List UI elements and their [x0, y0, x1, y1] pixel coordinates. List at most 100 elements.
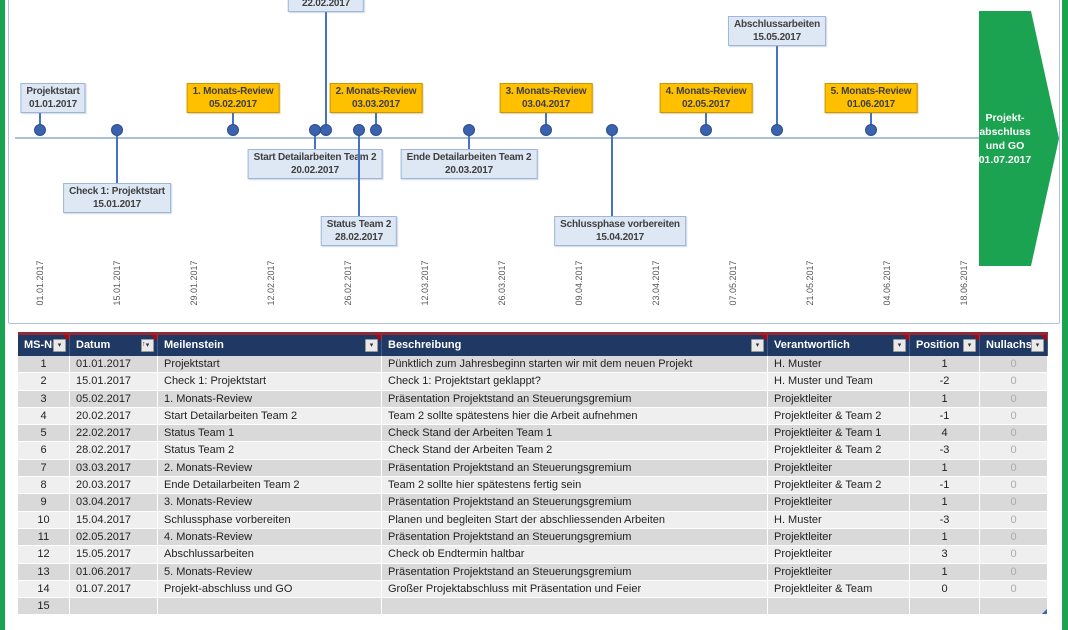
milestone-marker[interactable]: [700, 124, 712, 136]
filter-dropdown-icon[interactable]: ▾: [1031, 339, 1044, 352]
table-cell[interactable]: 1: [910, 356, 980, 374]
table-cell[interactable]: 1: [910, 390, 980, 408]
table-cell[interactable]: 0: [980, 511, 1048, 529]
table-cell[interactable]: 5: [18, 425, 70, 443]
table-cell[interactable]: Team 2 sollte spätestens hier die Arbeit…: [382, 407, 768, 426]
table-cell[interactable]: 15.05.2017: [70, 546, 158, 564]
filter-dropdown-icon[interactable]: ▾: [751, 339, 764, 352]
table-cell[interactable]: 01.06.2017: [70, 563, 158, 581]
table-cell[interactable]: 05.02.2017: [70, 390, 158, 408]
table-cell[interactable]: 1: [18, 356, 70, 374]
table-cell[interactable]: 1. Monats-Review: [158, 390, 382, 408]
filter-dropdown-icon[interactable]: ▾: [53, 339, 66, 352]
milestone-marker[interactable]: [34, 124, 46, 136]
table-cell[interactable]: 1: [910, 494, 980, 512]
milestone-marker[interactable]: [771, 124, 783, 136]
table-cell[interactable]: Projektleiter & Team 2: [768, 407, 910, 426]
table-cell[interactable]: Check ob Endtermin haltbar: [382, 546, 768, 564]
table-cell[interactable]: 9: [18, 494, 70, 512]
table-cell[interactable]: 0: [980, 580, 1048, 599]
table-cell[interactable]: 0: [980, 528, 1048, 547]
column-header-position[interactable]: Position▾: [910, 335, 980, 356]
table-cell[interactable]: [910, 598, 980, 616]
table-cell[interactable]: -1: [910, 477, 980, 495]
table-cell[interactable]: 0: [980, 407, 1048, 426]
table-cell[interactable]: Planen und begleiten Start der abschlies…: [382, 511, 768, 529]
table-cell[interactable]: 1: [910, 459, 980, 478]
table-cell[interactable]: Projektleiter: [768, 563, 910, 581]
table-cell[interactable]: Präsentation Projektstand an Steuerungsg…: [382, 459, 768, 478]
table-cell[interactable]: Check Stand der Arbeiten Team 2: [382, 442, 768, 460]
column-header-msnr[interactable]: MS-Nr.▾: [18, 335, 70, 356]
table-cell[interactable]: [158, 598, 382, 616]
table-cell[interactable]: Status Team 1: [158, 425, 382, 443]
table-cell[interactable]: 13: [18, 563, 70, 581]
column-header-datum[interactable]: Datum▾: [70, 335, 158, 356]
table-cell[interactable]: 11: [18, 528, 70, 547]
table-cell[interactable]: 15.04.2017: [70, 511, 158, 529]
table-cell[interactable]: 7: [18, 459, 70, 478]
table-cell[interactable]: Check 1: Projektstart geklappt?: [382, 373, 768, 391]
column-header-verantwortlich[interactable]: Verantwortlich▾: [768, 335, 910, 356]
table-cell[interactable]: [70, 598, 158, 616]
table-cell[interactable]: Präsentation Projektstand an Steuerungsg…: [382, 528, 768, 547]
table-cell[interactable]: Projektleiter & Team: [768, 580, 910, 599]
milestone-marker[interactable]: [353, 124, 365, 136]
table-cell[interactable]: 1: [910, 563, 980, 581]
table-cell[interactable]: H. Muster: [768, 356, 910, 374]
table-cell[interactable]: 0: [980, 546, 1048, 564]
milestone-marker[interactable]: [227, 124, 239, 136]
table-cell[interactable]: Projektleiter: [768, 546, 910, 564]
table-cell[interactable]: -3: [910, 442, 980, 460]
table-cell[interactable]: 0: [980, 494, 1048, 512]
milestone-marker[interactable]: [463, 124, 475, 136]
table-cell[interactable]: Pünktlich zum Jahresbeginn starten wir m…: [382, 356, 768, 374]
table-cell[interactable]: -2: [910, 373, 980, 391]
filter-dropdown-icon[interactable]: ▾: [893, 339, 906, 352]
table-cell[interactable]: 0: [980, 442, 1048, 460]
table-cell[interactable]: [768, 598, 910, 616]
milestone-marker[interactable]: [111, 124, 123, 136]
table-cell[interactable]: 0: [980, 425, 1048, 443]
table-cell[interactable]: 6: [18, 442, 70, 460]
column-header-beschreibung[interactable]: Beschreibung▾: [382, 335, 768, 356]
table-cell[interactable]: 0: [980, 563, 1048, 581]
table-cell[interactable]: Team 2 sollte hier spätestens fertig sei…: [382, 477, 768, 495]
table-cell[interactable]: Projektleiter: [768, 459, 910, 478]
table-cell[interactable]: Projektleiter & Team 2: [768, 442, 910, 460]
sort-filter-dropdown-icon[interactable]: ▾: [141, 339, 154, 352]
table-cell[interactable]: 15.01.2017: [70, 373, 158, 391]
milestone-marker[interactable]: [370, 124, 382, 136]
table-cell[interactable]: Check Stand der Arbeiten Team 1: [382, 425, 768, 443]
table-cell[interactable]: Großer Projektabschluss mit Präsentation…: [382, 580, 768, 599]
table-cell[interactable]: H. Muster und Team: [768, 373, 910, 391]
table-cell[interactable]: Projekt-abschluss und GO: [158, 580, 382, 599]
table-cell[interactable]: 02.05.2017: [70, 528, 158, 547]
table-cell[interactable]: 4: [18, 407, 70, 426]
table-cell[interactable]: 0: [910, 580, 980, 599]
table-cell[interactable]: [382, 598, 768, 616]
table-cell[interactable]: [980, 598, 1048, 616]
table-cell[interactable]: 0: [980, 477, 1048, 495]
table-cell[interactable]: Projektleiter & Team 2: [768, 477, 910, 495]
table-cell[interactable]: 20.03.2017: [70, 477, 158, 495]
table-cell[interactable]: 0: [980, 390, 1048, 408]
table-cell[interactable]: 5. Monats-Review: [158, 563, 382, 581]
table-cell[interactable]: 2: [18, 373, 70, 391]
table-cell[interactable]: Status Team 2: [158, 442, 382, 460]
filter-dropdown-icon[interactable]: ▾: [365, 339, 378, 352]
table-cell[interactable]: 28.02.2017: [70, 442, 158, 460]
table-cell[interactable]: 4: [910, 425, 980, 443]
table-cell[interactable]: 8: [18, 477, 70, 495]
table-cell[interactable]: 3: [18, 390, 70, 408]
